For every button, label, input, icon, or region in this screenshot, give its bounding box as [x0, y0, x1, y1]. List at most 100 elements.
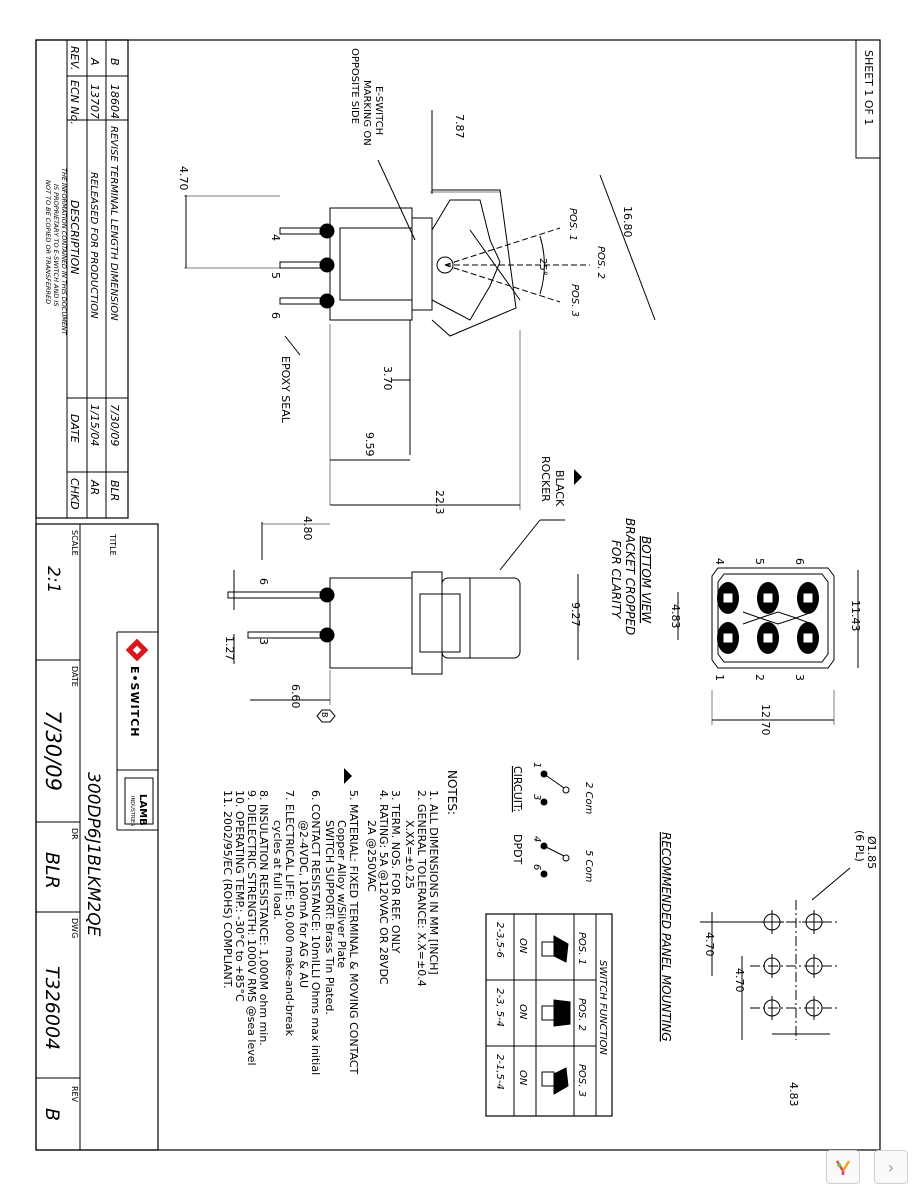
note-line: X.XX=±0.25	[403, 820, 416, 889]
next-page-button[interactable]: ›	[874, 1150, 908, 1184]
note-line: SWITCH SUPPORT: Brass Tin Plated.	[323, 820, 336, 1015]
dim-9-59: 9.59	[363, 432, 376, 457]
terminal-4-label: 4	[269, 234, 282, 241]
rev-row-b-ecn: 18604	[108, 84, 121, 119]
dim-1-27: 1.27	[223, 636, 236, 661]
circuit-pin-6: 6	[531, 864, 542, 870]
rev-row-a-rev: A	[88, 57, 101, 66]
panel-dim-b: 4.70	[733, 968, 746, 993]
side-view: E-SWITCH MARKING ON OPPOSITE SIDE	[184, 48, 656, 571]
note-line: @2-4VDC, 100mA for AG & AU	[297, 820, 310, 988]
date-value: 7/30/09	[41, 710, 65, 791]
scale-value: 2:1	[43, 566, 63, 593]
rev-header-description: DESCRIPTION	[68, 200, 81, 274]
terminal-6-label: 6	[269, 312, 282, 319]
rev-row-b-desc: REVISE TERMINAL LENGTH DIMENSION	[108, 126, 119, 321]
note-line: 2A @250VAC	[365, 820, 378, 892]
dr-label: DR	[70, 828, 79, 840]
chevron-right-icon: ›	[887, 1157, 895, 1177]
eswitch-logo: E•SWITCH	[125, 638, 149, 737]
circuit-com-5: 5 Com	[583, 850, 594, 883]
pin-5-label: 5	[753, 558, 766, 565]
epoxy-seal-label: EPOXY SEAL	[279, 356, 292, 424]
notes-block: NOTES: 1. ALL DIMENSIONS IN MM [INCH]2. …	[221, 768, 459, 1075]
dr-value: BLR	[41, 852, 63, 889]
dwg-value: T326004	[41, 966, 63, 1050]
rev-label: REV	[70, 1086, 79, 1103]
rocker-line-1: BLACK	[553, 470, 566, 507]
note-line: 10. OPERATING TEMP.: -30°C to +85°C	[233, 790, 246, 1002]
note-line: 9. DIELECTRIC STRENGTH: 1000V RMS @sea l…	[245, 790, 258, 1066]
circuit-label: CIRCUIT:	[511, 766, 524, 812]
title-label: TITLE	[108, 533, 117, 556]
marking-line-3: OPPOSITE SIDE	[349, 48, 360, 124]
rocker-pos-1-icon	[541, 935, 569, 963]
bottom-view-pins	[717, 582, 819, 654]
rev-row-b-date: 7/30/09	[108, 404, 121, 446]
partner-sub: INDUSTRIES	[129, 796, 135, 826]
note-5-marker-icon	[574, 469, 582, 485]
note-line: 4. RATING: 5A @120VAC OR 28VDC	[377, 790, 390, 985]
partner-name: LAMB	[137, 794, 148, 826]
notice-line-1: THE INFORMATION CONTAINED IN THIS DOCUME…	[60, 168, 68, 336]
bottom-view-labels: BOTTOM VIEW BRACKET CROPPED FOR CLARITY …	[609, 518, 862, 736]
marking-line-2: MARKING ON	[361, 80, 372, 146]
note-line: 6. CONTACT RESISTANCE: 10mILLI Ohms max …	[309, 790, 322, 1075]
svg-text:B: B	[320, 712, 329, 718]
switch-function-heading: SWITCH FUNCTION	[597, 960, 608, 1055]
panel-dim-a: 4.70	[703, 932, 716, 957]
rev-header-rev: REV.	[68, 46, 81, 70]
rev-header-ecn: ECN No.	[68, 80, 81, 125]
scale-label: SCALE	[70, 530, 79, 556]
bottom-caption-3: FOR CLARITY	[609, 540, 623, 620]
revision-b-badge-icon: B	[316, 709, 336, 723]
sheet-label-box	[855, 39, 881, 159]
lamb-logo: LAMB INDUSTRIES	[124, 777, 154, 826]
rev-row-a-chkd: AR	[88, 479, 101, 495]
pin-2-label: 2	[753, 674, 766, 681]
dwg-label: DWG	[70, 918, 79, 938]
front-view-labels: 4.80 6 3 1.27 6.60 9.27 B	[223, 516, 582, 723]
sheet-border	[35, 39, 881, 1151]
dim-6-60: 6.60	[289, 684, 302, 709]
angle-label: 25°	[537, 258, 548, 276]
dim-4-80: 4.80	[301, 516, 314, 541]
circuit-pin-3: 3	[531, 794, 542, 800]
part-number-title: 300DP6J1BLKM2QE	[83, 772, 103, 937]
dim-12-70: 12.70	[759, 704, 772, 736]
hole-size: Ø1.85	[865, 836, 878, 869]
rev-header-date: DATE	[68, 414, 81, 443]
rev-row-a-desc: RELEASED FOR PRODUCTION	[88, 172, 99, 319]
dim-22-3: 22.3	[433, 490, 446, 515]
state-pos-2: ON	[517, 1004, 528, 1020]
dim-7-87: 7.87	[453, 114, 466, 139]
circuit-diagram: CIRCUIT: DPDT 1 3 4 6 2 Com 5 Com	[511, 762, 594, 883]
col-pos-2: POS. 2	[576, 998, 587, 1031]
front-terminal-6: 6	[257, 578, 270, 585]
rocker-pos-2-icon	[541, 999, 571, 1027]
rev-row-a-date: 1/15/04	[88, 404, 101, 446]
marking-line-1: E-SWITCH	[373, 86, 384, 135]
viewer-logo-icon[interactable]	[826, 1150, 860, 1184]
pin-3-label: 3	[793, 674, 806, 681]
pos-1-label: POS. 1	[567, 208, 578, 241]
note-line: cycles at full load.	[271, 820, 284, 920]
note-line: 3. TERM. NOS. FOR REF. ONLY	[389, 790, 402, 953]
notice-line-2: IS PROPRIETARY TO E-SWITCH AND IS	[52, 184, 60, 306]
dim-9-27: 9.27	[569, 602, 582, 627]
rev-value: B	[41, 1108, 63, 1121]
bottom-caption-1: BOTTOM VIEW	[639, 536, 653, 624]
revision-block: B 18604 REVISE TERMINAL LENGTH DIMENSION…	[35, 39, 129, 519]
col-pos-1: POS. 1	[576, 932, 587, 965]
conn-pos-1: 2-3,5-6	[494, 922, 505, 958]
pin-6-label: 6	[793, 558, 806, 565]
note-line: 1. ALL DIMENSIONS IN MM [INCH]	[427, 790, 440, 975]
side-view-labels: 7.87 16.80 4.70 3.70 9.59 22.3 POS. 1 PO…	[177, 114, 634, 515]
conn-pos-3: 2-1,5-4	[494, 1054, 505, 1090]
bottom-view-dims	[677, 570, 859, 725]
dim-16-80: 16.80	[621, 206, 634, 238]
rocker-line-2: ROCKER	[539, 456, 552, 502]
rev-row-b-rev: B	[108, 58, 121, 66]
front-view	[227, 522, 579, 705]
